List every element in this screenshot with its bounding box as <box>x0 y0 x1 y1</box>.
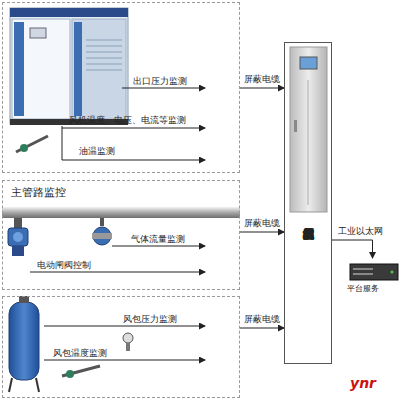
connector-label: 屏蔽电缆 <box>244 219 280 229</box>
node-text: 主管路监控 <box>11 187 66 199</box>
gate-valve <box>8 218 28 256</box>
server-image <box>350 264 398 280</box>
node-text: 平台服务 <box>347 285 379 294</box>
flow-meter <box>92 218 112 245</box>
connector-label: 屏蔽电缆 <box>244 315 280 325</box>
watermark: ynr <box>350 376 376 391</box>
control-cabinet-image <box>290 47 327 212</box>
node-text: 风包温度监测 <box>53 349 107 359</box>
air-tank <box>9 296 39 392</box>
control-cabinet: 压风机在线监控系统控制柜 <box>284 42 332 364</box>
node-text: 气体流量监测 <box>131 235 185 245</box>
signal-lines <box>30 246 205 272</box>
air-tank-group: 风包压力监测风包温度监测 <box>2 296 240 398</box>
node-text: 风机温度、电压、电流等监测 <box>69 116 186 126</box>
node-text: 出口压力监测 <box>133 77 187 87</box>
cable-connector <box>240 328 284 329</box>
signal-lines <box>44 326 205 360</box>
signal-lines <box>62 88 205 160</box>
node-text: 油温监测 <box>79 147 115 157</box>
connector-label: 屏蔽电缆 <box>244 75 280 85</box>
node-text: 风包压力监测 <box>123 315 177 325</box>
connector-label: 工业以太网 <box>338 227 383 237</box>
cable-connector <box>240 88 284 89</box>
temperature-sensor <box>62 366 100 378</box>
compressor-group: 出口压力监测风机温度、电压、电流等监测油温监测 <box>2 2 240 173</box>
pressure-gauge <box>123 333 133 351</box>
node-text: 电动闸阀控制 <box>37 261 91 271</box>
cable-connector <box>240 232 284 233</box>
compressor-image <box>10 8 128 125</box>
main-pipe-group: 主管路监控气体流量监测电动闸阀控制 <box>2 180 240 290</box>
temperature-sensor <box>16 136 48 152</box>
main-pipe <box>2 207 240 218</box>
cable-connector <box>332 240 373 258</box>
platform-server: 平台服务 <box>345 258 400 298</box>
